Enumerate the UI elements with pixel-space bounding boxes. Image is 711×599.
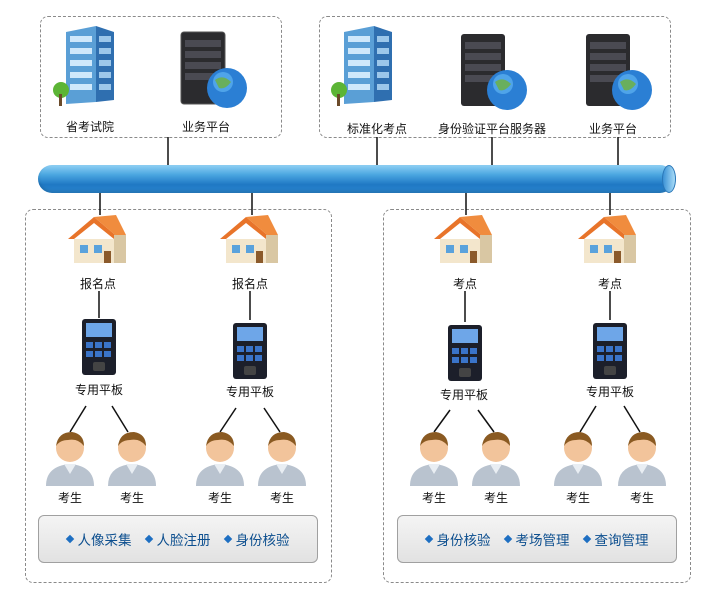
site-label: 考点: [597, 277, 623, 291]
device-label: 专用平板: [74, 383, 124, 397]
house-icon: [220, 215, 278, 263]
person-icon: [554, 432, 602, 486]
person-icon: [618, 432, 666, 486]
office-building-icon: [331, 26, 392, 106]
function-item: 身份核验: [223, 529, 290, 549]
tablet-device-icon: [593, 323, 627, 379]
user-label: 考生: [269, 491, 295, 505]
diamond-bullet-icon: [65, 534, 74, 544]
diamond-bullet-icon: [223, 534, 232, 544]
device-label: 专用平板: [225, 385, 275, 399]
user-label: 考生: [57, 491, 83, 505]
user-label: 考生: [421, 491, 447, 505]
node-label: 身份验证平台服务器: [437, 122, 547, 136]
user-label: 考生: [207, 491, 233, 505]
user-label: 考生: [483, 491, 509, 505]
function-list-left: 人像采集 人脸注册 身份核验: [38, 515, 318, 563]
tablet-device-icon: [448, 325, 482, 381]
person-icon: [472, 432, 520, 486]
network-bus-end: [662, 165, 676, 193]
function-list-right: 身份核验 考场管理 查询管理: [397, 515, 677, 563]
function-item: 人像采集: [65, 529, 132, 549]
person-icon: [196, 432, 244, 486]
device-label: 专用平板: [439, 388, 489, 402]
node-label: 业务平台: [588, 122, 638, 136]
house-icon: [578, 215, 636, 263]
user-label: 考生: [119, 491, 145, 505]
person-icon: [258, 432, 306, 486]
site-label: 报名点: [79, 277, 117, 291]
node-label: 业务平台: [181, 120, 231, 134]
diamond-bullet-icon: [582, 534, 591, 544]
function-item: 考场管理: [503, 529, 570, 549]
person-icon: [410, 432, 458, 486]
user-label: 考生: [565, 491, 591, 505]
node-label: 标准化考点: [346, 122, 408, 136]
site-label: 考点: [452, 277, 478, 291]
diamond-bullet-icon: [144, 534, 153, 544]
house-icon: [434, 215, 492, 263]
person-icon: [108, 432, 156, 486]
node-label: 省考试院: [65, 120, 115, 134]
house-icon: [68, 215, 126, 263]
person-icon: [46, 432, 94, 486]
site-label: 报名点: [231, 277, 269, 291]
diamond-bullet-icon: [424, 534, 433, 544]
diamond-bullet-icon: [503, 534, 512, 544]
server-globe-icon: [586, 34, 652, 110]
function-item: 身份核验: [424, 529, 491, 549]
user-label: 考生: [629, 491, 655, 505]
office-building-icon: [53, 26, 114, 106]
function-item: 查询管理: [582, 529, 649, 549]
tablet-device-icon: [82, 319, 116, 375]
network-bus: [38, 165, 674, 193]
server-globe-icon: [180, 31, 247, 108]
server-globe-icon: [461, 34, 527, 110]
tablet-device-icon: [233, 323, 267, 379]
function-item: 人脸注册: [144, 529, 211, 549]
device-label: 专用平板: [585, 385, 635, 399]
